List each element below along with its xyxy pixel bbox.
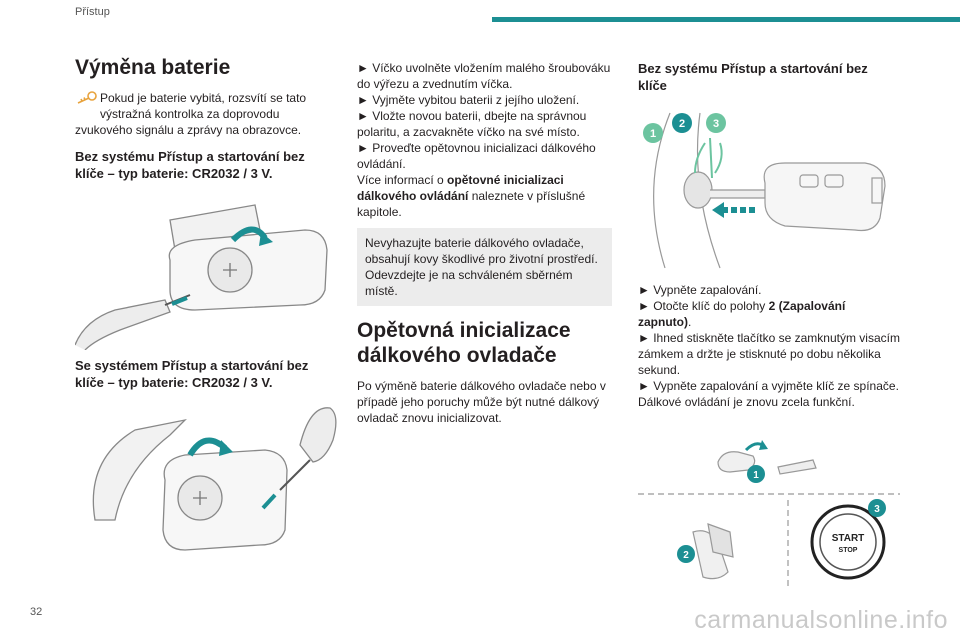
badge-label: 1 (650, 128, 656, 140)
badge-label: 1 (753, 470, 759, 481)
key-warning-icon (77, 91, 97, 104)
badge-label: 3 (874, 504, 880, 515)
instruction-step: ► Vyjměte vybitou baterii z jejího ulože… (357, 93, 580, 107)
more-info: Více informací o opětovné inicializaci d… (357, 173, 586, 219)
watermark: carmanualsonline.info (694, 606, 948, 634)
column-left: Výměna baterie Pokud je baterie vybitá, … (75, 56, 330, 182)
warning-text-2: výstražná kontrolka za doprovodu (100, 107, 280, 121)
reinit-paragraph: Po výměně baterie dálkového ovladače neb… (357, 379, 606, 425)
instruction-step: ► Otočte klíč do polohy 2 (Zapalování za… (638, 299, 846, 329)
start-label: START (832, 533, 865, 544)
instruction-step: ► Vložte novou baterii, dbejte na správn… (357, 109, 587, 139)
step-badge-3 (706, 113, 726, 133)
badge-label: 2 (679, 118, 685, 130)
badge-label: 2 (683, 550, 689, 561)
key-battery-illustration-2 (92, 407, 337, 551)
page-title: Výměna baterie (75, 56, 231, 79)
ignition-key-illustration: 1 2 3 (643, 112, 886, 269)
accent-bar (492, 17, 960, 22)
column-middle: ► Víčko uvolněte vložením malého šroubov… (357, 60, 612, 426)
step-badge-2 (672, 113, 692, 133)
warning-paragraph: Pokud je baterie vybitá, rozsvítí se tat… (75, 90, 330, 138)
stop-label: STOP (839, 547, 858, 554)
instruction-step: ► Ihned stiskněte tlačítko se zamknutým … (638, 331, 900, 377)
badge-label: 3 (713, 118, 719, 130)
instruction-step: ► Vypněte zapalování a vyjměte klíč ze s… (638, 379, 899, 393)
section-title: Přístup (75, 6, 110, 18)
reinit-steps: ► Vypněte zapalování. ► Otočte klíč do p… (638, 282, 900, 410)
environment-note: Nevyhazujte baterie dálkového ovladače, … (357, 228, 612, 306)
instruction-step: ► Víčko uvolněte vložením malého šroubov… (357, 61, 611, 91)
step-badge-1 (643, 123, 663, 143)
warning-text-1: Pokud je baterie vybitá, rozsvítí se tat… (100, 91, 307, 105)
page-number: 32 (30, 606, 43, 618)
key-battery-illustration-1 (75, 204, 328, 350)
instruction-step: ► Vypněte zapalování. (638, 283, 762, 297)
instruction-step: ► Proveďte opětovnou inicializaci dálkov… (357, 141, 596, 171)
final-note: Dálkové ovládání je znovu zcela funkční. (638, 395, 855, 409)
warning-text-3: zvukového signálu a zprávy na obrazovce. (75, 123, 302, 137)
start-stop-illustration: START STOP 1 2 3 (638, 440, 900, 590)
